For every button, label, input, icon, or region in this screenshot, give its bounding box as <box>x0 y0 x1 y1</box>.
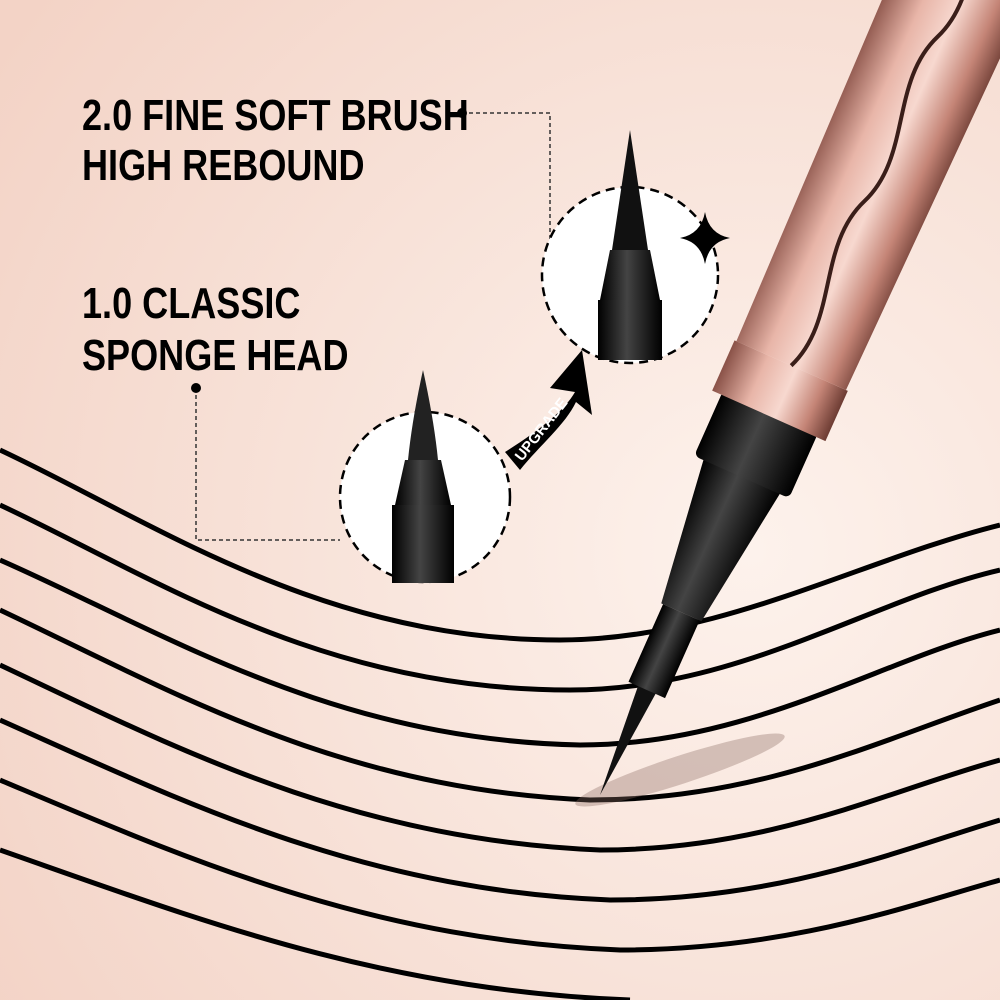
old-feature-line1: 1.0 CLASSIC <box>82 279 300 328</box>
callout-dot <box>191 383 201 393</box>
sparkle-icon <box>680 212 730 264</box>
sponge-tip-closeup <box>338 370 512 584</box>
brush-tip-closeup <box>540 130 720 365</box>
callout-dot <box>457 108 467 118</box>
new-feature-line2: HIGH REBOUND <box>82 141 365 190</box>
eyeliner-pen <box>600 0 1000 795</box>
old-feature-line2: SPONGE HEAD <box>82 331 349 380</box>
eyeliner-strokes <box>0 447 1000 1000</box>
callout-lines <box>195 112 551 541</box>
new-feature-line1: 2.0 FINE SOFT BRUSH <box>82 91 469 140</box>
